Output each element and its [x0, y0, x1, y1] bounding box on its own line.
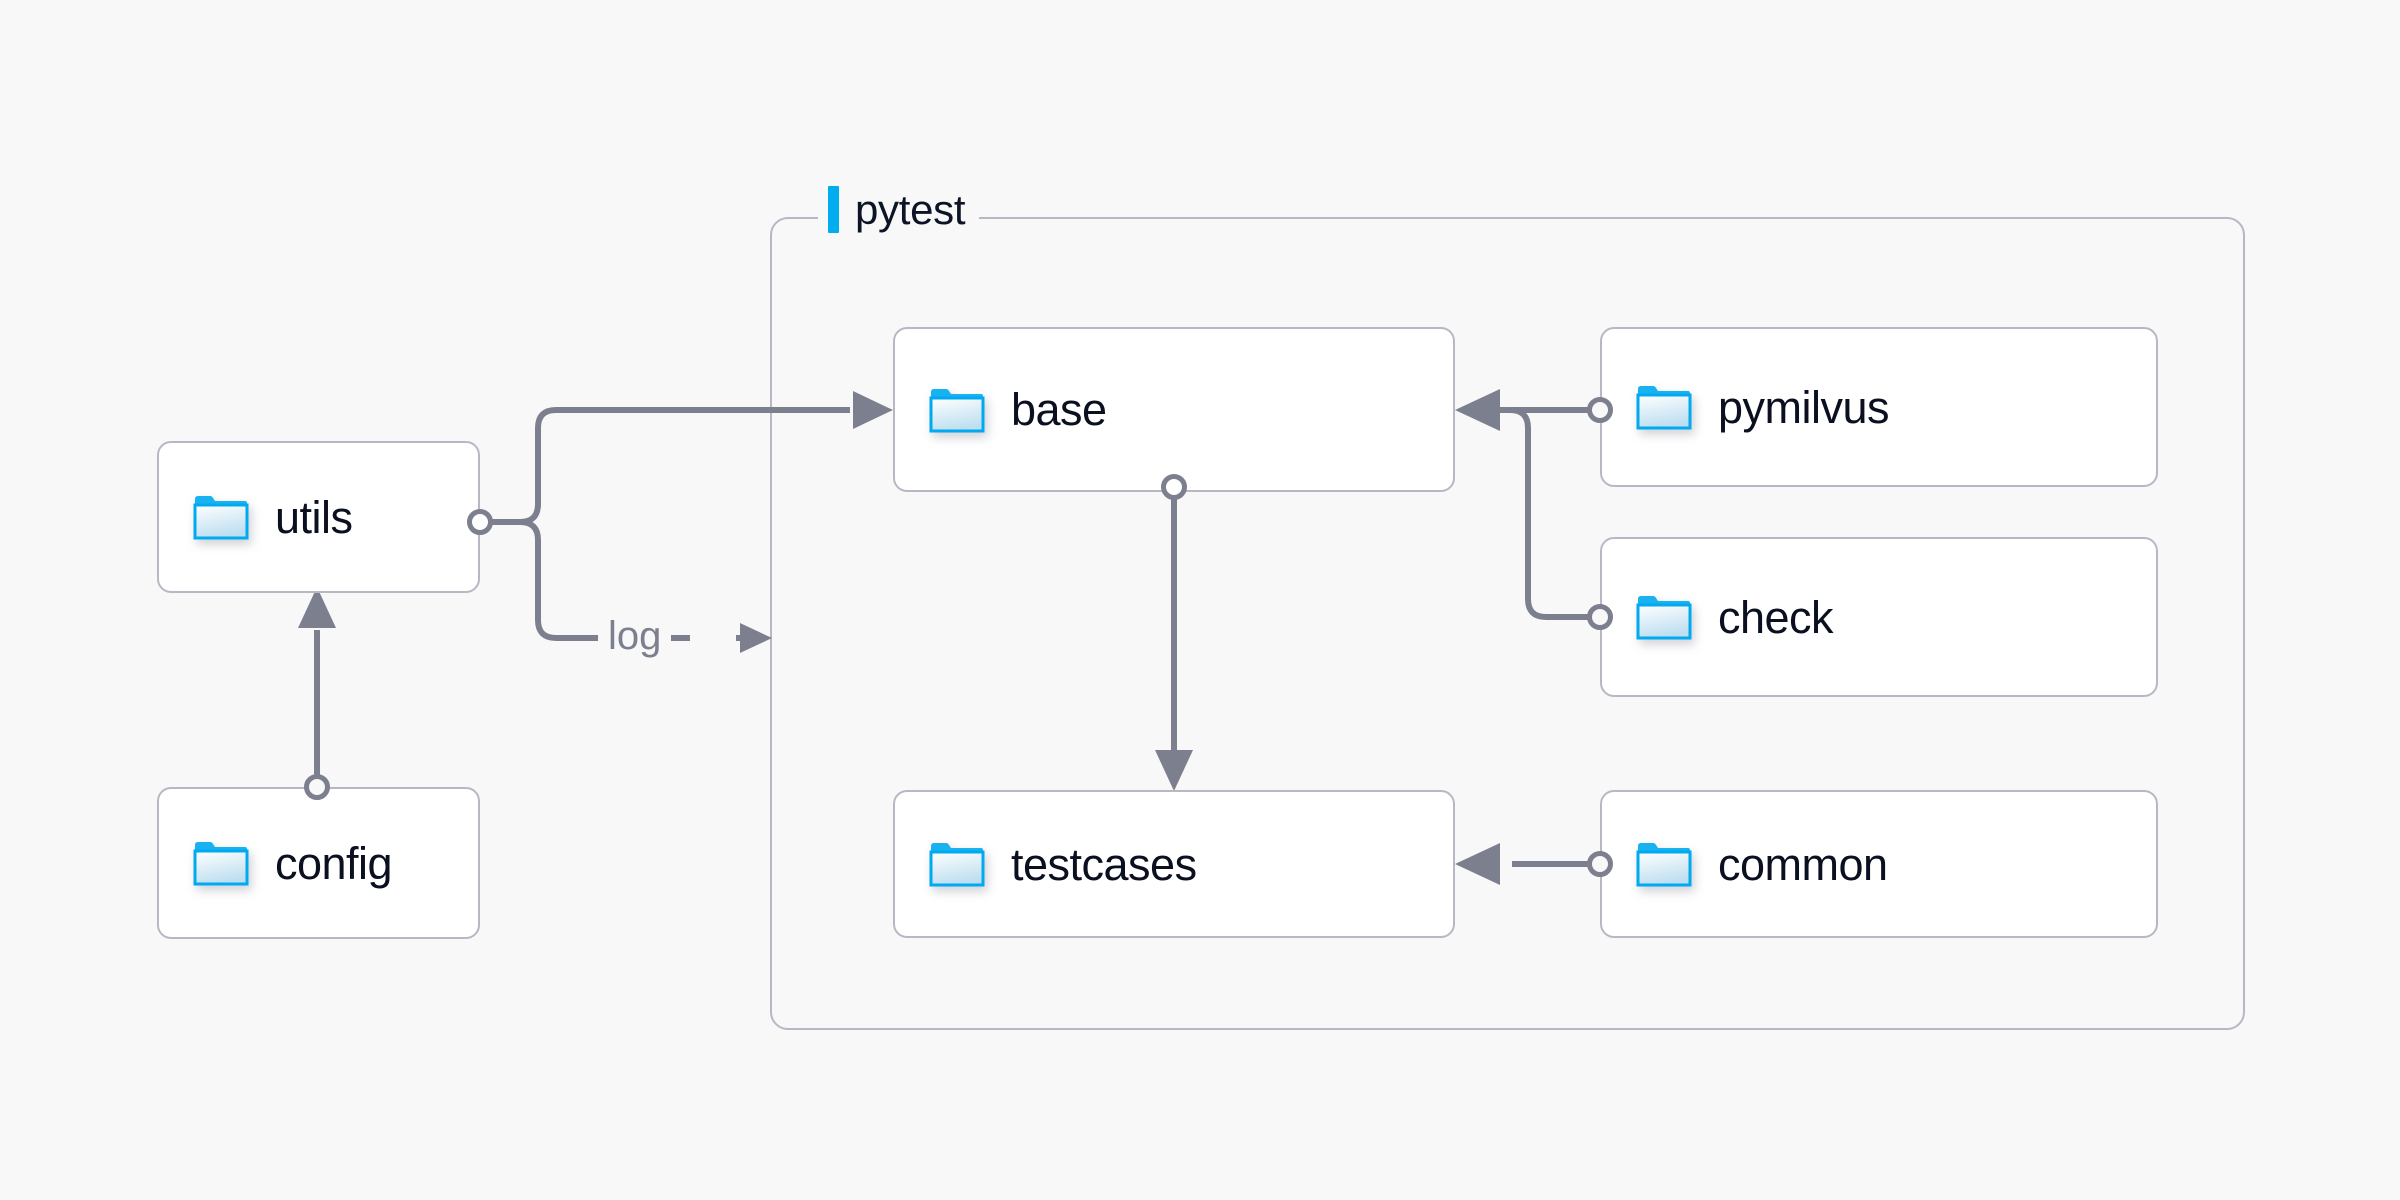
port-pymilvus-left[interactable] — [1587, 397, 1613, 423]
node-config[interactable]: config — [157, 787, 480, 939]
group-label-pytest[interactable]: pytest — [818, 185, 980, 233]
folder-icon — [929, 843, 985, 887]
folder-icon — [193, 496, 249, 540]
port-common-left[interactable] — [1587, 851, 1613, 877]
node-base[interactable]: base — [893, 327, 1455, 492]
folder-icon — [193, 842, 249, 886]
node-pymilvus-content: pymilvus — [1602, 381, 1890, 433]
node-testcases[interactable]: testcases — [893, 790, 1455, 938]
group-label-text: pytest — [855, 185, 966, 233]
node-label: pymilvus — [1718, 381, 1890, 433]
node-check-content: check — [1602, 591, 1834, 643]
node-check[interactable]: check — [1600, 537, 2158, 697]
folder-icon — [1636, 843, 1692, 887]
folder-icon — [1636, 386, 1692, 430]
folder-icon — [1636, 596, 1692, 640]
group-accent-bar — [828, 186, 839, 233]
node-label: common — [1718, 838, 1888, 890]
node-label: testcases — [1011, 838, 1197, 890]
node-common[interactable]: common — [1600, 790, 2158, 938]
folder-icon — [929, 388, 985, 432]
node-config-content: config — [159, 837, 393, 889]
node-utils-content: utils — [159, 494, 353, 540]
port-config-top[interactable] — [304, 774, 330, 800]
edge-config-utils[interactable] — [298, 587, 336, 775]
port-utils-right[interactable] — [467, 509, 493, 535]
port-base-bottom[interactable] — [1161, 474, 1187, 500]
node-testcases-content: testcases — [895, 841, 1197, 887]
port-check-left[interactable] — [1587, 604, 1613, 630]
edge-label-log: log — [598, 612, 672, 660]
node-label: utils — [275, 491, 353, 543]
node-common-content: common — [1602, 841, 1888, 887]
node-pymilvus[interactable]: pymilvus — [1600, 327, 2158, 487]
node-base-content: base — [895, 387, 1107, 433]
node-label: check — [1718, 591, 1834, 643]
node-utils[interactable]: utils — [157, 441, 480, 593]
node-label: config — [275, 837, 393, 889]
node-label: base — [1011, 384, 1107, 435]
